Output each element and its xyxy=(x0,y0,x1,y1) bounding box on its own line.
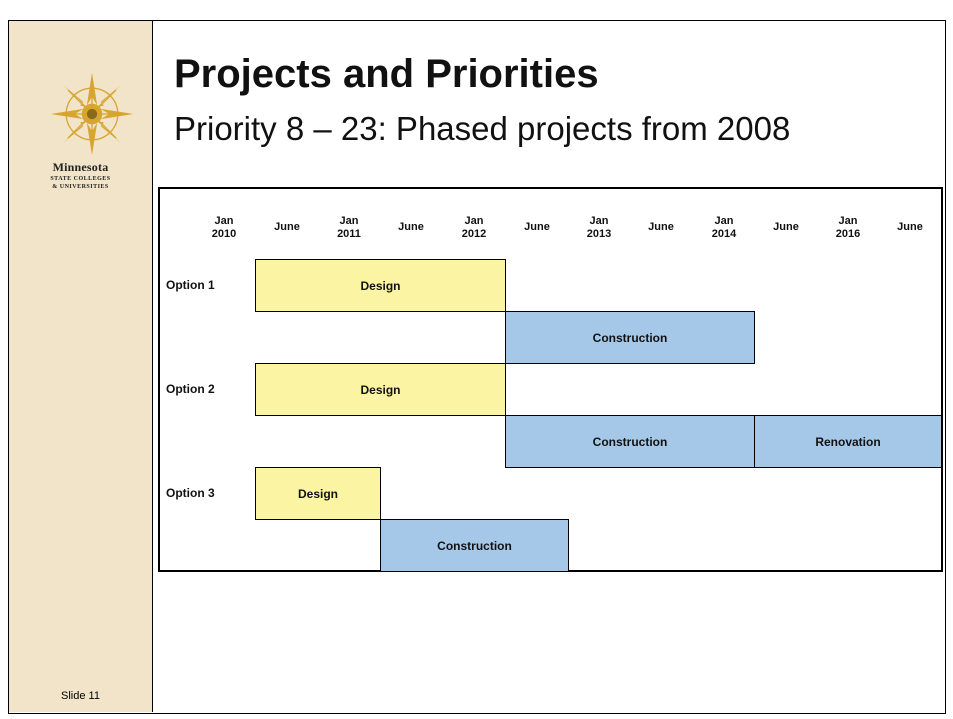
construction-bar: Construction xyxy=(380,519,569,572)
timeline-tick: June xyxy=(631,221,691,234)
bar-label: Design xyxy=(360,382,401,397)
timeline-tick: June xyxy=(381,221,441,234)
slide-subtitle: Priority 8 – 23: Phased projects from 20… xyxy=(174,110,791,147)
construction-bar: Construction xyxy=(505,415,755,468)
tick-label: Jan xyxy=(464,215,484,227)
construction-bar: Construction xyxy=(505,311,755,364)
bar-label: Construction xyxy=(592,330,668,345)
tick-label: June xyxy=(648,221,674,233)
tick-year: 2010 xyxy=(211,228,237,240)
bar-label: Construction xyxy=(437,538,512,553)
tick-label: June xyxy=(274,221,300,233)
tick-label: June xyxy=(398,221,424,233)
tick-year: 2014 xyxy=(711,228,737,240)
option-label: Option 1 xyxy=(166,278,215,292)
tick-label: June xyxy=(773,221,799,233)
timeline-tick: June xyxy=(880,221,940,234)
star-emblem-icon xyxy=(50,72,134,156)
slide-title: Projects and Priorities xyxy=(174,52,599,96)
tick-year: 2012 xyxy=(461,228,487,240)
bar-label: Design xyxy=(297,486,338,501)
logo-subtitle-2: & UNIVERSITIES xyxy=(52,184,109,190)
tick-label: June xyxy=(524,221,550,233)
design-bar: Design xyxy=(255,259,506,312)
tick-year: 2013 xyxy=(586,228,612,240)
logo-subtitle-1: STATE COLLEGES xyxy=(50,176,111,182)
timeline-tick: June xyxy=(507,221,567,234)
tick-label: Jan xyxy=(589,215,609,227)
tick-year: 2016 xyxy=(835,228,861,240)
tick-year: 2011 xyxy=(337,228,361,240)
design-bar: Design xyxy=(255,467,381,520)
tick-label: Jan xyxy=(714,215,734,227)
design-bar: Design xyxy=(255,363,506,416)
tick-label: Jan xyxy=(214,215,234,227)
renovation-bar: Renovation xyxy=(754,415,942,468)
tick-label: Jan xyxy=(339,215,359,227)
slide-sidebar: Minnesota STATE COLLEGES & UNIVERSITIES … xyxy=(9,21,153,712)
bar-label: Renovation xyxy=(815,434,881,449)
option-label: Option 3 xyxy=(166,486,215,500)
bar-label: Design xyxy=(360,278,401,293)
timeline-tick: June xyxy=(257,221,317,234)
bar-label: Construction xyxy=(592,434,668,449)
slide-number: Slide 11 xyxy=(61,690,100,702)
option-label: Option 2 xyxy=(166,382,215,396)
tick-label: Jan xyxy=(838,215,858,227)
tick-label: June xyxy=(897,221,923,233)
logo-name: Minnesota xyxy=(52,160,109,174)
timeline-tick: June xyxy=(756,221,816,234)
